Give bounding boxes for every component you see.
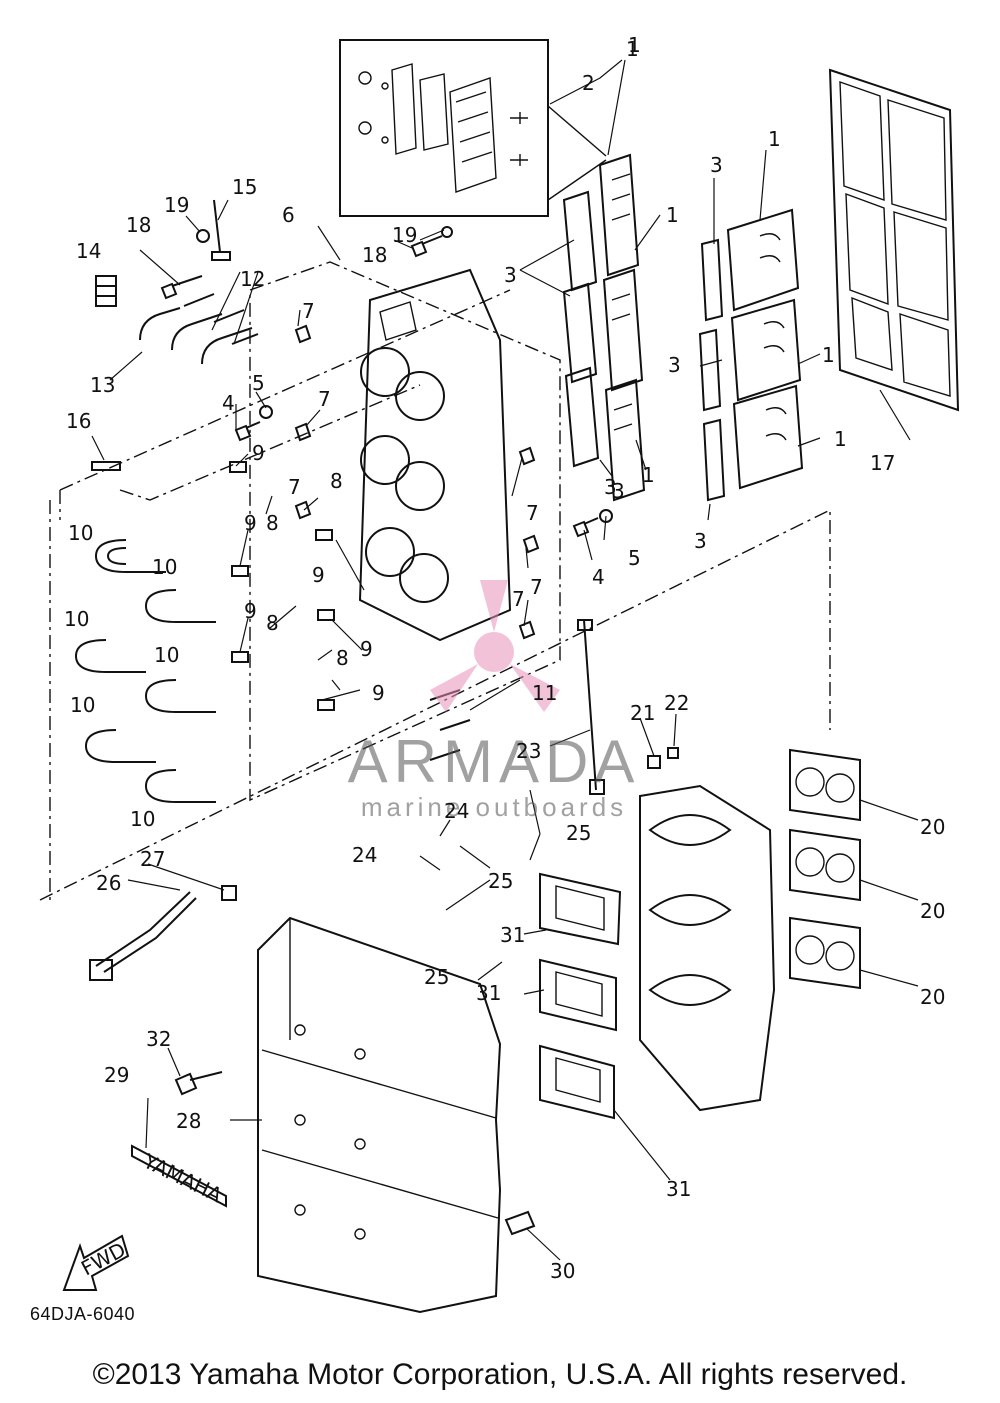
callout-1: 1 xyxy=(822,343,835,367)
throttle-gaskets xyxy=(789,748,861,990)
callout-7: 7 xyxy=(512,587,525,611)
armada-watermark: ARMADA marine outboards xyxy=(348,580,641,822)
callout-32: 32 xyxy=(146,1027,171,1051)
callout-18: 18 xyxy=(126,213,151,237)
callout-10: 10 xyxy=(64,607,89,631)
callout-8: 8 xyxy=(336,646,349,670)
callout-1: 1 xyxy=(834,427,847,451)
callout-29: 29 xyxy=(104,1063,129,1087)
leader-lines xyxy=(91,59,919,1261)
diagram-code: 64DJA-6040 xyxy=(30,1304,136,1324)
callout-1: 1 xyxy=(768,127,781,151)
callout-2: 2 xyxy=(582,71,595,95)
callout-24: 24 xyxy=(352,843,377,867)
callout-6: 6 xyxy=(282,203,295,227)
callout-19: 19 xyxy=(164,193,189,217)
callout-7: 7 xyxy=(288,475,301,499)
throttle-body-assembly xyxy=(639,784,776,1112)
callout-20: 20 xyxy=(920,815,945,839)
callout-9: 9 xyxy=(312,563,325,587)
callout-12: 12 xyxy=(240,267,265,291)
hardware xyxy=(91,199,613,538)
callout-31: 31 xyxy=(500,923,525,947)
callout-10: 10 xyxy=(130,807,155,831)
callout-23: 23 xyxy=(516,739,541,763)
callout-13: 13 xyxy=(90,373,115,397)
label-plate-text: YAMAHA xyxy=(139,1148,226,1207)
watermark-tagline: marine outboards xyxy=(361,792,627,822)
callout-26: 26 xyxy=(96,871,121,895)
callout-10: 10 xyxy=(152,555,177,579)
link-rod xyxy=(577,619,679,795)
breather-pipe xyxy=(89,885,237,981)
callout-30: 30 xyxy=(550,1259,575,1283)
callout-25: 25 xyxy=(566,821,591,845)
callout-4: 4 xyxy=(592,565,605,589)
callout-3: 3 xyxy=(612,479,625,503)
callout-20: 20 xyxy=(920,985,945,1009)
intake-gasket-large xyxy=(828,68,960,412)
callout-14: 14 xyxy=(76,239,101,263)
hoses xyxy=(74,293,471,803)
callout-3: 3 xyxy=(710,153,723,177)
callout-9: 9 xyxy=(244,599,257,623)
callout-3: 3 xyxy=(694,529,707,553)
callout-22: 22 xyxy=(664,691,689,715)
watermark-brand: ARMADA xyxy=(348,728,641,795)
copyright-notice: ©2013 Yamaha Motor Corporation, U.S.A. A… xyxy=(92,1358,908,1391)
callout-11: 11 xyxy=(532,681,557,705)
callout-3: 3 xyxy=(668,353,681,377)
callout-17: 17 xyxy=(870,451,895,475)
callout-7: 7 xyxy=(526,501,539,525)
callout-9: 9 xyxy=(244,511,257,535)
callout-7: 7 xyxy=(318,387,331,411)
callout-5: 5 xyxy=(628,546,641,570)
callout-10: 10 xyxy=(154,643,179,667)
exploded-parts-diagram: FWD YAMAHA ARMADA marine outboards 12111… xyxy=(39,33,960,1314)
mount-hardware xyxy=(131,1071,536,1236)
callout-5: 5 xyxy=(252,371,265,395)
callout-18: 18 xyxy=(362,243,387,267)
callout-25: 25 xyxy=(424,965,449,989)
callout-9: 9 xyxy=(360,637,373,661)
callout-8: 8 xyxy=(330,469,343,493)
callout-31: 31 xyxy=(666,1177,691,1201)
callout-1: 1 xyxy=(666,203,679,227)
callout-7: 7 xyxy=(530,575,543,599)
callout-21: 21 xyxy=(630,701,655,725)
callout-7: 7 xyxy=(302,299,315,323)
callout-31: 31 xyxy=(476,981,501,1005)
reed-valve-detail-inset xyxy=(339,39,607,217)
callout-16: 16 xyxy=(66,409,91,433)
intake-manifold xyxy=(358,268,512,642)
reed-valve-stack xyxy=(562,153,646,502)
fwd-label: FWD xyxy=(77,1237,129,1280)
callout-1: 1 xyxy=(626,37,639,61)
callout-10: 10 xyxy=(68,521,93,545)
callout-25: 25 xyxy=(488,869,513,893)
callout-labels: 1211111133333344556777777888899999910101… xyxy=(64,33,945,1283)
callout-27: 27 xyxy=(140,847,165,871)
callout-9: 9 xyxy=(372,681,385,705)
callout-3: 3 xyxy=(604,475,617,499)
callout-19: 19 xyxy=(392,223,417,247)
callout-1: 1 xyxy=(642,463,655,487)
callout-24: 24 xyxy=(444,799,469,823)
callout-8: 8 xyxy=(266,511,279,535)
callout-28: 28 xyxy=(176,1109,201,1133)
silencer-gaskets xyxy=(539,872,622,1120)
intake-silencer-cover xyxy=(257,916,502,1314)
reed-valve-blocks xyxy=(698,208,804,502)
callout-1: 1 xyxy=(628,33,641,57)
callout-4: 4 xyxy=(222,391,235,415)
callout-9: 9 xyxy=(252,441,265,465)
callout-15: 15 xyxy=(232,175,257,199)
assembly-outlines xyxy=(39,261,831,901)
callout-8: 8 xyxy=(266,611,279,635)
callout-20: 20 xyxy=(920,899,945,923)
callout-10: 10 xyxy=(70,693,95,717)
forward-direction-arrow: FWD YAMAHA xyxy=(62,1148,226,1291)
callout-3: 3 xyxy=(504,263,517,287)
